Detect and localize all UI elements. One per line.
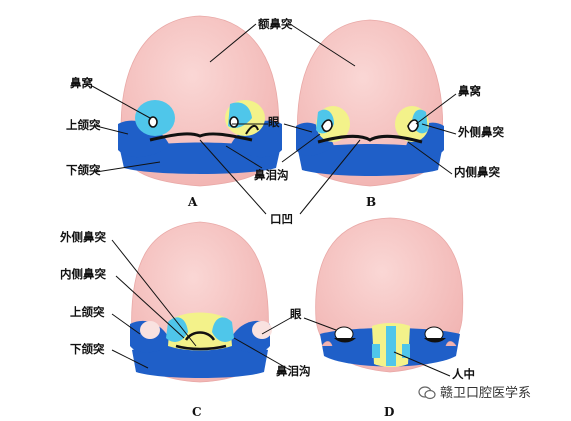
mandibular-c xyxy=(132,344,268,378)
panel-d-drawing xyxy=(315,217,464,373)
stomodeum-a xyxy=(149,132,253,142)
panel-b-drawing xyxy=(296,19,444,187)
label-nasal-pit-a: 鼻窝 xyxy=(70,76,93,90)
maxillary-left-a xyxy=(118,120,170,158)
watermark-text: 赣卫口腔医学系 xyxy=(440,385,532,401)
label-medial-nasal-b: 内侧鼻突 xyxy=(454,165,500,179)
label-lateral-nasal-b: 外侧鼻突 xyxy=(458,125,504,139)
panel-c-drawing xyxy=(130,221,272,383)
panel-a-drawing xyxy=(118,15,282,187)
label-eye-d: 眼 xyxy=(290,307,302,321)
label-medial-nasal-c: 内侧鼻突 xyxy=(60,267,106,281)
mandibular-b xyxy=(298,144,442,176)
chat-bubble-icon xyxy=(418,386,436,400)
label-eye-a: 眼 xyxy=(268,115,280,129)
label-stomodeum: 口凹 xyxy=(270,212,293,226)
label-maxillary-a: 上颌突 xyxy=(66,118,101,132)
label-lateral-nasal-c: 外侧鼻突 xyxy=(60,230,106,244)
label-nasal-pit-b: 鼻窝 xyxy=(458,84,481,98)
panel-label-a: A xyxy=(188,195,198,209)
label-mandibular-a: 下颌突 xyxy=(66,163,101,177)
nasal-pit-left-a xyxy=(148,116,158,128)
maxillary-right-a xyxy=(230,120,282,158)
stomodeum-b xyxy=(317,134,423,144)
label-philtrum: 人中 xyxy=(452,367,475,381)
panel-label-c: C xyxy=(192,405,202,419)
nasal-pit-right-a xyxy=(229,116,239,128)
label-maxillary-c: 上颌突 xyxy=(70,305,105,319)
head-b xyxy=(296,19,444,187)
label-mandibular-c: 下颌突 xyxy=(70,342,105,356)
label-frontal-prominence: 额鼻突 xyxy=(258,17,293,31)
label-nasolacrimal-c: 鼻泪沟 xyxy=(276,364,311,378)
panel-label-b: B xyxy=(366,195,377,209)
panel-label-d: D xyxy=(384,405,395,419)
leader-lines xyxy=(91,23,457,377)
watermark: 赣卫口腔医学系 xyxy=(418,386,531,400)
label-nasolacrimal-a: 鼻泪沟 xyxy=(254,168,289,182)
